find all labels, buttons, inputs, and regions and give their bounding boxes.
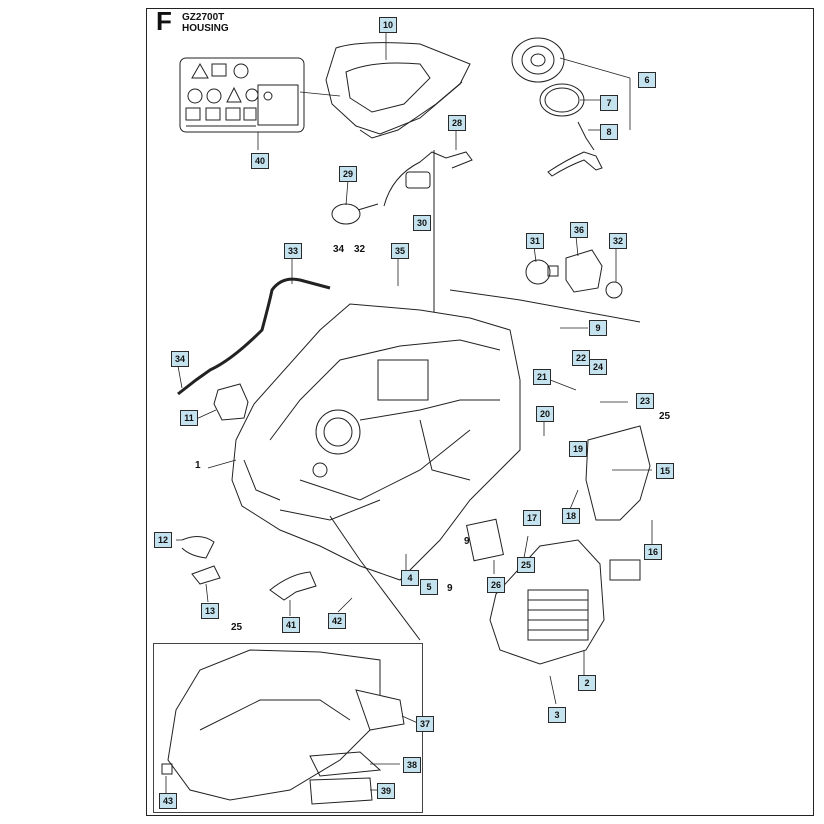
callout-12[interactable]: 12 bbox=[154, 532, 172, 548]
model-number: GZ2700T bbox=[182, 12, 225, 23]
callout-6[interactable]: 6 bbox=[638, 72, 656, 88]
front-guard-part bbox=[585, 425, 651, 521]
plain-label-25: 25 bbox=[659, 411, 671, 422]
plate-part bbox=[465, 518, 505, 562]
callout-2[interactable]: 2 bbox=[578, 675, 596, 691]
callout-24[interactable]: 24 bbox=[589, 359, 607, 375]
callout-43[interactable]: 43 bbox=[159, 793, 177, 809]
callout-9[interactable]: 9 bbox=[589, 320, 607, 336]
callout-13[interactable]: 13 bbox=[201, 603, 219, 619]
callout-32[interactable]: 32 bbox=[609, 233, 627, 249]
plain-label-32: 32 bbox=[354, 244, 366, 255]
callout-7[interactable]: 7 bbox=[600, 95, 618, 111]
diagram-frame bbox=[146, 8, 814, 816]
callout-15[interactable]: 15 bbox=[656, 463, 674, 479]
callout-22[interactable]: 22 bbox=[572, 350, 590, 366]
callout-31[interactable]: 31 bbox=[526, 233, 544, 249]
top-right-small-parts bbox=[449, 249, 641, 323]
callout-30[interactable]: 30 bbox=[413, 215, 431, 231]
callout-42[interactable]: 42 bbox=[328, 613, 346, 629]
callout-17[interactable]: 17 bbox=[523, 510, 541, 526]
clip-part bbox=[181, 536, 215, 559]
main-housing-part bbox=[231, 303, 521, 641]
callout-35[interactable]: 35 bbox=[391, 243, 409, 259]
fuel-hose-part bbox=[177, 277, 331, 396]
buffer-part bbox=[213, 383, 249, 421]
callout-29[interactable]: 29 bbox=[339, 166, 357, 182]
filter-knob-assembly bbox=[511, 37, 603, 177]
callout-20[interactable]: 20 bbox=[536, 406, 554, 422]
callout-40[interactable]: 40 bbox=[251, 153, 269, 169]
side-cover-part bbox=[489, 539, 605, 665]
callout-19[interactable]: 19 bbox=[569, 441, 587, 457]
callout-33[interactable]: 33 bbox=[284, 243, 302, 259]
callout-21[interactable]: 21 bbox=[533, 369, 551, 385]
callout-39[interactable]: 39 bbox=[377, 783, 395, 799]
handle-part bbox=[269, 571, 317, 601]
plain-label-34: 34 bbox=[333, 244, 345, 255]
plain-label-25: 25 bbox=[231, 622, 243, 633]
callout-5[interactable]: 5 bbox=[420, 579, 438, 595]
plain-label-1: 1 bbox=[195, 460, 201, 471]
callout-18[interactable]: 18 bbox=[562, 508, 580, 524]
callout-10[interactable]: 10 bbox=[379, 17, 397, 33]
callout-26[interactable]: 26 bbox=[487, 577, 505, 593]
callout-25[interactable]: 25 bbox=[517, 557, 535, 573]
callout-3[interactable]: 3 bbox=[548, 707, 566, 723]
callout-28[interactable]: 28 bbox=[448, 115, 466, 131]
callout-36[interactable]: 36 bbox=[570, 222, 588, 238]
section-title: HOUSING bbox=[182, 23, 229, 34]
callout-8[interactable]: 8 bbox=[600, 124, 618, 140]
bracket-part bbox=[191, 565, 221, 585]
callout-4[interactable]: 4 bbox=[401, 570, 419, 586]
callout-16[interactable]: 16 bbox=[644, 544, 662, 560]
safety-label-sticker bbox=[179, 57, 305, 133]
callout-38[interactable]: 38 bbox=[403, 757, 421, 773]
small-plate-part bbox=[609, 559, 641, 581]
callout-34[interactable]: 34 bbox=[171, 351, 189, 367]
callout-41[interactable]: 41 bbox=[282, 617, 300, 633]
callout-37[interactable]: 37 bbox=[416, 716, 434, 732]
inset-detail-drawing bbox=[161, 649, 405, 805]
callout-23[interactable]: 23 bbox=[636, 393, 654, 409]
plain-label-9: 9 bbox=[464, 536, 470, 547]
plain-label-9: 9 bbox=[447, 583, 453, 594]
callout-11[interactable]: 11 bbox=[180, 410, 198, 426]
section-letter: F bbox=[156, 6, 172, 36]
top-cover-part bbox=[325, 42, 471, 139]
